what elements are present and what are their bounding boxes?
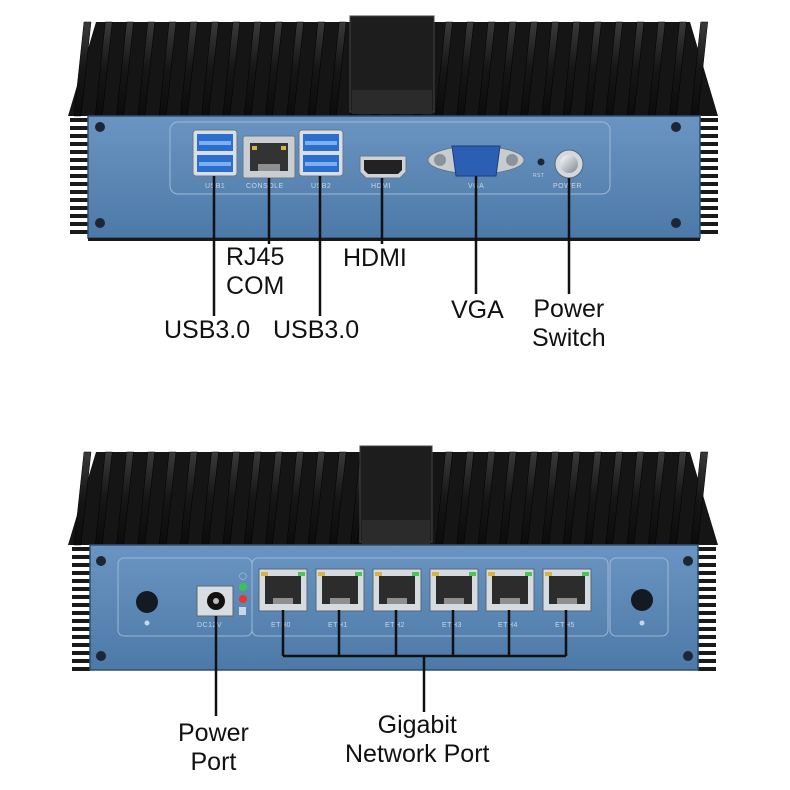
ethernet-port-row: ETH0 ETH1 ETH2 ETH3 ETH4 ETH5 (258, 568, 592, 629)
ethernet-port (258, 568, 308, 612)
gigabit-callout: Gigabit Network Port (345, 711, 489, 769)
front-heatsink (68, 15, 718, 234)
eth-silk-label: ETH0 (271, 622, 291, 629)
screw-icon (671, 122, 681, 132)
status-led-red (239, 595, 247, 603)
antenna-hole-icon (136, 591, 158, 613)
gigabit-line2: Network Port (345, 740, 490, 768)
screw-icon (95, 122, 105, 132)
power-silk-label: POWER (553, 183, 582, 190)
console-silk-label: CONSOLE (246, 183, 284, 190)
usb-right-callout: USB3.0 (273, 316, 360, 344)
led-symbol-icon: ◯ (239, 572, 247, 580)
front-panel-unit: USB1 CONSOLE USB2 HDMI VGA RST POWER (68, 15, 718, 241)
vga-callout: VGA (451, 296, 504, 324)
screw-icon (683, 651, 693, 661)
hdmi-port (359, 155, 407, 179)
eth-silk-label: ETH2 (385, 622, 405, 629)
front-leader-lines (212, 176, 571, 316)
power-switch-callout: Power Switch (532, 295, 606, 353)
dc-power-jack (196, 585, 234, 617)
ethernet-port (372, 568, 422, 612)
ethernet-port (485, 568, 535, 612)
power-port-line2: Port (190, 748, 237, 776)
back-panel-unit: DC12V ◯ ETH0 ETH1 ETH2 ETH3 ETH4 ETH5 (68, 445, 718, 671)
eth-silk-label: ETH1 (328, 622, 348, 629)
eth-silk-label: ETH5 (555, 622, 575, 629)
com-label: COM (226, 272, 285, 300)
antenna-hole-icon (631, 589, 653, 611)
hdmi-callout: HDMI (343, 244, 407, 272)
switch-label: Switch (532, 324, 606, 352)
power-label: Power (533, 295, 605, 323)
vga-port (427, 145, 525, 177)
reset-button (537, 158, 545, 166)
rj45-com-callout: RJ45 COM (226, 243, 284, 301)
usb2-port (298, 129, 344, 177)
screw-icon (96, 556, 106, 566)
back-leader-lines (214, 610, 568, 716)
ethernet-port (315, 568, 365, 612)
eth-silk-label: ETH3 (442, 622, 462, 629)
rj45-label: RJ45 (226, 243, 285, 271)
gigabit-line1: Gigabit (377, 711, 457, 739)
screw-icon (671, 218, 681, 228)
screw-icon (96, 651, 106, 661)
screw-icon (683, 556, 693, 566)
usb-left-callout: USB3.0 (164, 316, 251, 344)
dc-silk-label: DC12V (197, 622, 222, 629)
power-port-line1: Power (178, 719, 249, 747)
power-button (554, 149, 584, 179)
hdmi-silk-label: HDMI (371, 183, 391, 190)
console-rj45-port (242, 135, 296, 179)
power-port-callout: Power Port (178, 719, 249, 777)
status-led-green (239, 583, 247, 591)
rst-silk-label: RST (533, 173, 545, 179)
screw-icon (95, 218, 105, 228)
back-heatsink (68, 445, 718, 671)
ethernet-port (542, 568, 592, 612)
eth-silk-label: ETH4 (498, 622, 518, 629)
ethernet-port (429, 568, 479, 612)
usb1-port (192, 129, 238, 177)
